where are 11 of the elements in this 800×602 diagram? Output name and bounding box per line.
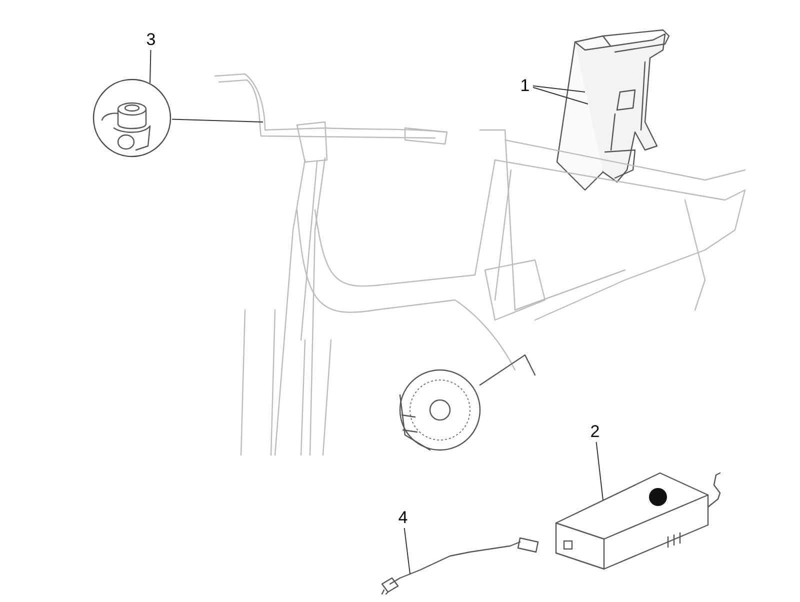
- leader-line: [532, 85, 586, 92]
- leader-line: [150, 50, 152, 84]
- callout-number: 4: [395, 506, 411, 528]
- leader-line: [172, 118, 264, 122]
- callout-number: 1: [517, 74, 533, 96]
- leader-line: [404, 528, 410, 574]
- callout-number: 3: [143, 28, 159, 50]
- leader-line: [532, 86, 588, 104]
- leader-line: [596, 442, 604, 500]
- bell-inset-drawing: [92, 78, 172, 158]
- callout-number: 2: [587, 420, 603, 442]
